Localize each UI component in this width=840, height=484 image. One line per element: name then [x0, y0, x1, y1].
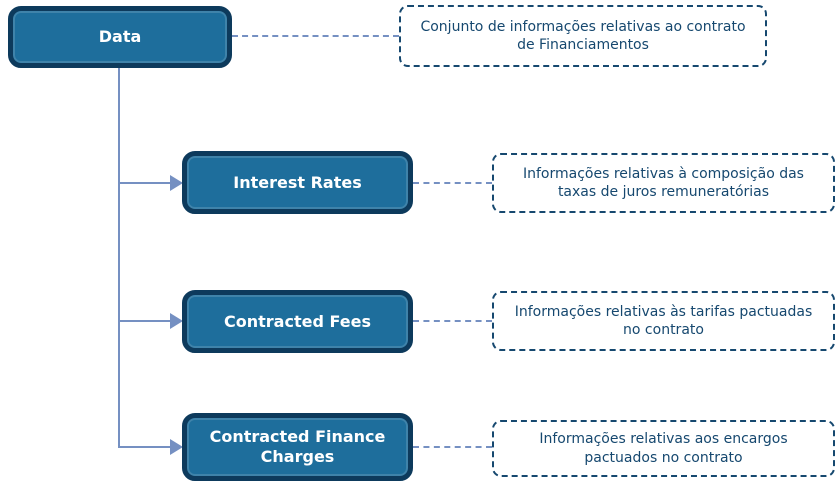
note-data: Conjunto de informações relativas ao con…: [399, 5, 767, 67]
note-interest-rates: Informações relativas à composição das t…: [492, 153, 835, 213]
node-contracted-finance-charges-label: Contracted Finance Charges: [209, 427, 386, 466]
arrowhead-interest-rates: [170, 175, 183, 191]
arrowhead-finance-charges: [170, 439, 183, 455]
node-contracted-fees-label: Contracted Fees: [224, 311, 371, 331]
connector-finance-charges-to-note: [413, 446, 492, 448]
node-data-label: Data: [98, 27, 142, 46]
note-contracted-fees-text: Informações relativas às tarifas pactuad…: [514, 303, 813, 338]
connector-data-to-note: [232, 35, 399, 37]
note-contracted-fees: Informações relativas às tarifas pactuad…: [492, 291, 835, 351]
node-interest-rates-label: Interest Rates: [233, 172, 362, 192]
connector-branch-finance-charges: [118, 446, 172, 448]
node-interest-rates: Interest Rates: [182, 151, 413, 214]
connector-trunk-vertical: [118, 68, 120, 448]
node-data: Data: [8, 6, 232, 68]
node-contracted-finance-charges: Contracted Finance Charges: [182, 413, 413, 481]
connector-branch-contracted-fees: [118, 320, 172, 322]
note-interest-rates-text: Informações relativas à composição das t…: [523, 165, 804, 200]
note-data-text: Conjunto de informações relativas ao con…: [420, 18, 746, 53]
node-contracted-fees: Contracted Fees: [182, 290, 413, 353]
note-contracted-finance-charges: Informações relativas aos encargos pactu…: [492, 420, 835, 477]
connector-contracted-fees-to-note: [413, 320, 492, 322]
note-contracted-finance-charges-text: Informações relativas aos encargos pactu…: [539, 431, 788, 466]
connector-interest-rates-to-note: [413, 182, 492, 184]
connector-branch-interest-rates: [118, 182, 172, 184]
arrowhead-contracted-fees: [170, 313, 183, 329]
